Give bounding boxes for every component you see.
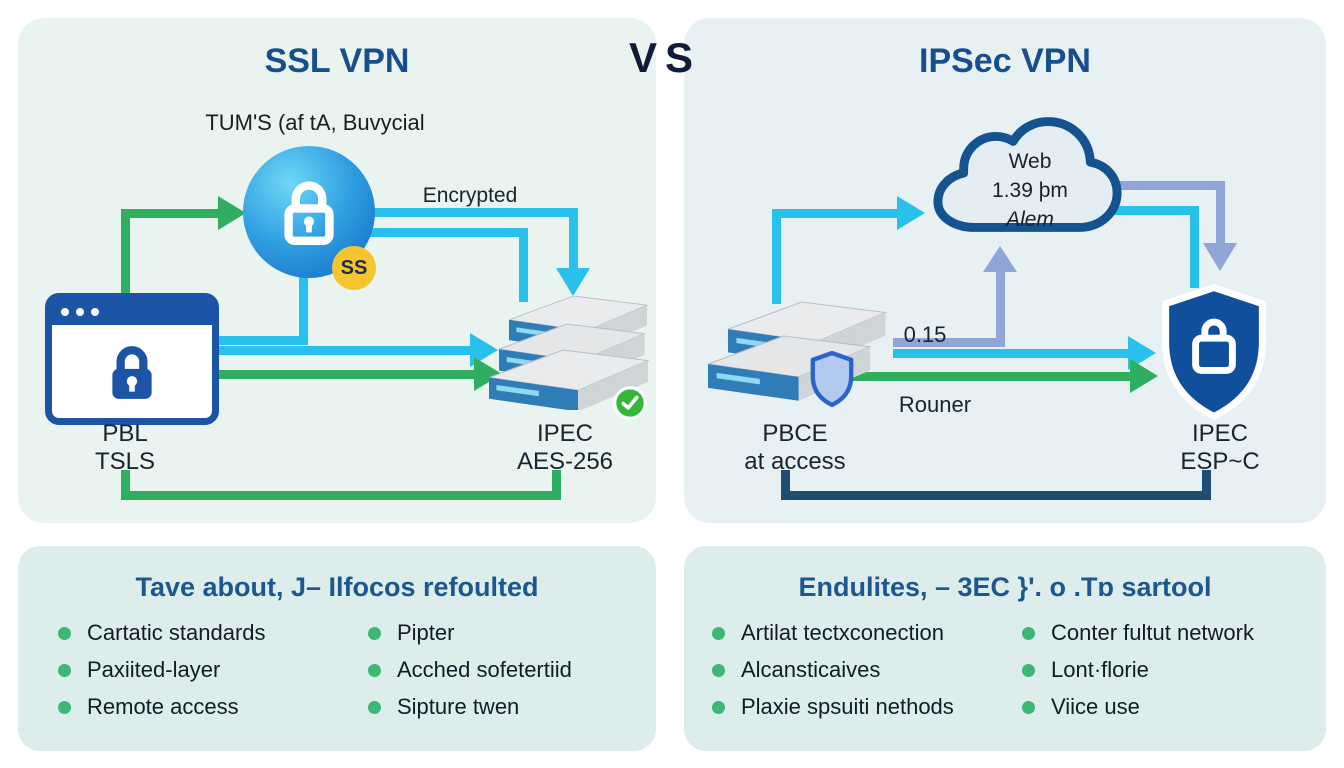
browser-window-icon [45,293,219,425]
bullet-icon [368,626,381,640]
browser-dot [61,308,69,316]
small-shield-icon [810,350,854,408]
browser-dot [76,308,84,316]
ssl-features-card [18,546,656,751]
ssl-bottom-connector [121,491,561,500]
ssl-encrypted-line-inner [368,228,528,237]
ipsec-router-shield-cyan-line [893,349,1133,358]
ipsec-lavender-line-from-router [893,338,1005,347]
ipsec-router-shield-green-line [852,372,1134,381]
list-item: Conter fultut network [1022,620,1322,646]
lavender-line-value: 0.15 [903,322,947,347]
ssl-panel-title: SSL VPN [264,42,410,80]
ipsec-card-column-1: Artilat tectxconection Alcansticaives Pl… [712,620,1012,720]
ipsec-bottom-connector [781,491,1211,500]
list-item: Plaxie spsuiti nethods [712,694,1012,720]
ssl-cyan-elbow-vertical [299,270,308,345]
browser-titlebar [51,299,213,325]
ssl-encrypted-line-outer-drop [569,208,578,270]
list-item: Sipture twen [368,694,648,720]
ssl-server-label: IPEC AES-256 [516,420,614,476]
lock-icon [112,346,152,399]
bullet-icon [58,700,71,714]
ssl-green-arrowhead [218,196,246,230]
ipsec-bottom-connector-right-stub [1202,470,1211,494]
bullet-icon [368,663,381,677]
ipsec-cyan-elbow-horizontal [772,209,900,218]
ssl-cyan-elbow-horizontal [205,336,308,345]
ipsec-features-card [684,546,1326,751]
check-badge-icon [613,386,647,420]
bullet-icon [58,663,71,677]
ipsec-cyan-drop [1190,206,1199,288]
ipsec-client-label: PBCE at access [744,420,846,476]
cloud-icon [933,117,1122,232]
bullet-icon [712,663,725,677]
list-item: Alcansticaives [712,657,1012,683]
bullet-icon [1022,663,1035,677]
ssl-badge: SS [332,246,376,290]
ipsec-server-label: IPEC ESP~C [1180,420,1260,476]
ipsec-lavender-drop [1216,181,1225,245]
ssl-encrypted-arrowhead-down [556,268,590,296]
list-item: Cartatic standards [58,620,358,646]
ipsec-cyan-line-from-cloud [1100,206,1199,215]
ipsec-card-column-2: Conter fultut network Lont·florie Viice … [1022,620,1322,720]
lock-icon [284,181,334,245]
ssl-encrypted-line-inner-drop [519,228,528,302]
list-item: Remote access [58,694,358,720]
router-label: Rouner [898,392,972,417]
bullet-icon [368,700,381,714]
list-item: Artilat tectxconection [712,620,1012,646]
list-item: Paxiited-layer [58,657,358,683]
ipsec-card-title: Endulites, – 3EC }'. o .Tɒ sartool [798,572,1212,602]
ipsec-lavender-rise [996,262,1005,346]
ssl-card-title: Tave about, J– Ilfocos refoulted [135,572,539,602]
ssl-green-line-vertical [121,209,130,299]
ssl-client-label: PBL TSLS [94,420,156,476]
ssl-bottom-connector-right-stub [552,470,561,494]
ssl-encrypted-line-outer [372,208,578,217]
ipsec-cyan-elbow-vertical [772,209,781,304]
ipsec-bottom-connector-left-stub [781,470,790,494]
ipsec-lavender-line-from-cloud [1107,181,1225,190]
ipsec-panel-title: IPSec VPN [919,42,1091,80]
ssl-client-server-cyan-line [205,346,473,355]
ipsec-router-shield-green-arrowhead [1130,359,1158,393]
bullet-icon [712,700,725,714]
ssl-subtitle: TUM'S (af tA, Buvycial [205,110,425,135]
ssl-client-server-green-line [205,370,477,379]
ssl-card-column-2: Pipter Acched sofetertiid Sipture twen [368,620,648,720]
ipsec-cyan-arrowhead-to-cloud [897,196,925,230]
bullet-icon [1022,700,1035,714]
bullet-icon [712,626,725,640]
browser-dot [91,308,99,316]
bullet-icon [58,626,71,640]
cloud-label: Web 1.39 þm Alem [992,150,1068,231]
ssl-bottom-connector-left-stub [121,470,130,494]
list-item: Acched sofetertiid [368,657,648,683]
server-stack-icon [488,296,649,410]
ssl-card-column-1: Cartatic standards Paxiited-layer Remote… [58,620,358,720]
ipsec-lavender-arrowhead-up [983,246,1017,272]
shield-lock-icon [1162,284,1266,420]
vs-label: VS [628,34,702,81]
list-item: Viice use [1022,694,1322,720]
ipsec-lavender-arrowhead-down [1203,243,1237,271]
bullet-icon [1022,626,1035,640]
list-item: Lont·florie [1022,657,1322,683]
ssl-green-line-horizontal [121,209,221,218]
list-item: Pipter [368,620,648,646]
encrypted-label: Encrypted [422,184,518,207]
